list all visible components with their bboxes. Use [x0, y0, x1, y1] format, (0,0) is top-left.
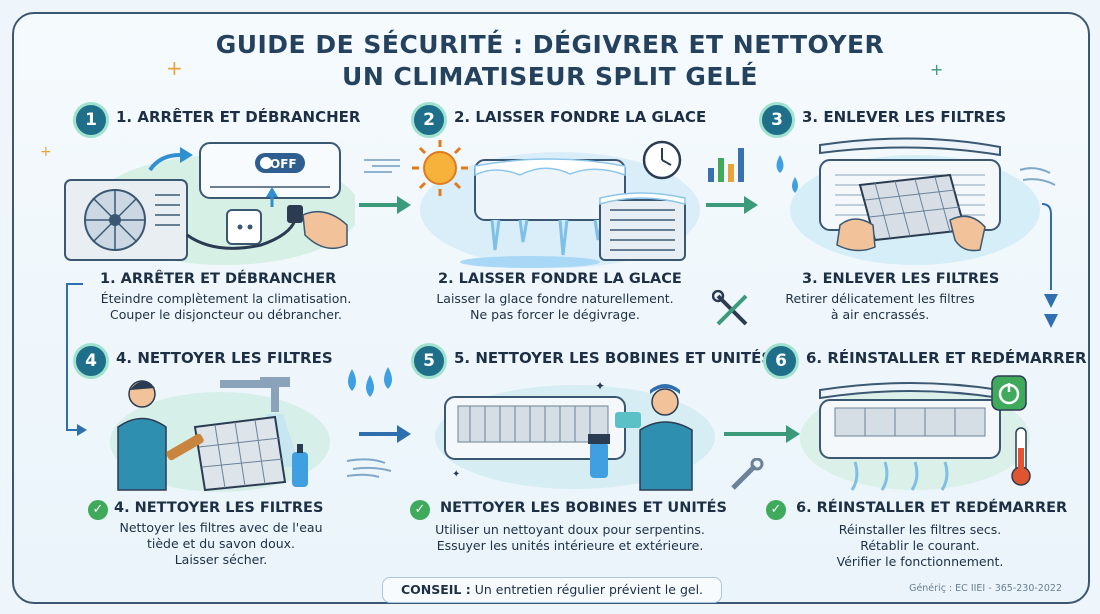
- step-5-subheading: NETTOYER LES BOBINES ET UNITÉS: [440, 500, 727, 516]
- step-4-check-icon: ✓: [88, 500, 108, 520]
- step-4-heading: 4. NETTOYER LES FILTRES: [116, 349, 333, 367]
- step-1-illustration: [64, 142, 355, 265]
- step-2-subheading: 2. LAISSER FONDRE LA GLACE: [438, 271, 682, 287]
- step-6-subheading: 6. RÉINSTALLER ET REDÉMARRER: [796, 500, 1068, 516]
- step-4-number: 4: [73, 343, 109, 379]
- flow-arrow-5-6: [724, 425, 800, 443]
- step-3-illustration: [776, 137, 1056, 265]
- svg-text:✦: ✦: [595, 379, 605, 393]
- step-5-check-icon: ✓: [410, 500, 430, 520]
- step-5-description: Utiliser un nettoyant doux pour serpenti…: [435, 522, 705, 553]
- off-badge: OFF: [270, 157, 297, 171]
- step-3-number: 3: [759, 102, 795, 138]
- svg-text:✦: ✦: [452, 469, 460, 480]
- step-2-number: 2: [411, 102, 447, 138]
- sparkle-icon: +: [930, 60, 944, 79]
- step-5-heading: 5. NETTOYER LES BOBINES ET UNITÉS: [454, 349, 773, 367]
- step-6-description: Réinstaller les filtres secs.Rétablir le…: [836, 522, 1004, 569]
- flow-arrow-1-2: [359, 196, 411, 214]
- tip-text: Un entretien régulier prévient le gel.: [470, 582, 704, 597]
- step-4-illustration: [110, 377, 330, 492]
- credit-text: Génériç : EC IIEI - 365-230-2022: [909, 583, 1062, 594]
- step-1-number: 1: [73, 102, 109, 138]
- tools-icon: [712, 290, 748, 326]
- step-2-illustration: [412, 140, 700, 268]
- step-4-subheading: 4. NETTOYER LES FILTRES: [114, 500, 324, 516]
- step-5-number: 5: [411, 343, 447, 379]
- wind-icon: [346, 458, 392, 478]
- flow-arrow-3-4: [1041, 203, 1058, 328]
- flow-connector-left: [66, 283, 87, 436]
- step-1-description: Éteindre complètement la climatisation.C…: [100, 291, 352, 322]
- title-line-1: GUIDE DE SÉCURITÉ : DÉGIVRER ET NETTOYER: [215, 30, 885, 59]
- water-drops-icon: [348, 367, 392, 397]
- step-3-subheading: 3. ENLEVER LES FILTRES: [802, 271, 1000, 287]
- step-6-number: 6: [763, 343, 799, 379]
- step-6-illustration: [800, 375, 1031, 491]
- step-3-heading: 3. ENLEVER LES FILTRES: [802, 108, 1007, 126]
- bar-chart-icon: [708, 148, 744, 182]
- step-6-check-icon: ✓: [766, 500, 786, 520]
- step-1-subheading: 1. ARRÊTER ET DÉBRANCHER: [100, 271, 337, 287]
- tip-box: CONSEIL : Un entretien régulier prévient…: [382, 577, 722, 603]
- sparkle-icon: +: [166, 56, 183, 80]
- step-6-heading: 6. RÉINSTALLER ET REDÉMARRER: [806, 349, 1087, 367]
- step-5-illustration: ✦ ✦: [435, 379, 715, 491]
- step-1-heading: 1. ARRÊTER ET DÉBRANCHER: [116, 108, 361, 126]
- tip-label: CONSEIL :: [400, 582, 471, 597]
- sparkle-icon: +: [40, 144, 52, 160]
- step-2-heading: 2. LAISSER FONDRE LA GLACE: [454, 108, 707, 126]
- title-line-2: UN CLIMATISEUR SPLIT GELÉ: [342, 62, 758, 91]
- motion-lines-icon: [364, 159, 400, 173]
- infographic-frame: [12, 12, 1090, 604]
- wrench-icon: [731, 458, 764, 490]
- step-2-description: Laisser la glace fondre naturellement.Ne…: [436, 291, 674, 322]
- flow-arrow-4-5: [359, 425, 411, 443]
- flow-arrow-2-3: [706, 196, 758, 214]
